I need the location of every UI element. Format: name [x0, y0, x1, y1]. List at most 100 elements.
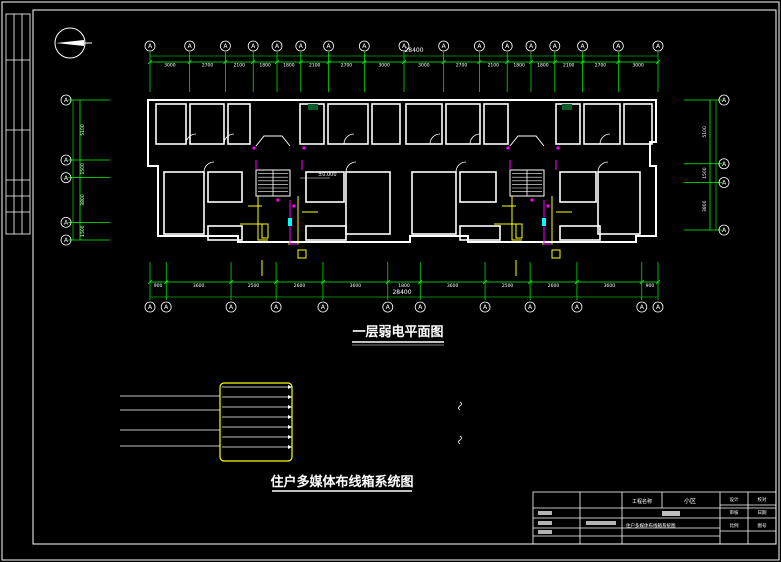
room-partition: [623, 103, 653, 145]
device-point: [546, 204, 550, 208]
axis-bubble: A: [144, 40, 156, 52]
stair-landing: [255, 135, 291, 147]
axis-label: A: [722, 97, 727, 104]
axis-bubble: A: [525, 40, 537, 52]
top-dim-slash: [147, 59, 153, 65]
axis-bubble: A: [577, 40, 588, 52]
axis-bubble: A: [271, 40, 283, 52]
title-block-cell-label: 设计: [730, 496, 739, 503]
top-dim-slash: [401, 59, 407, 65]
outlet-marker: [542, 218, 546, 226]
top-dim-slash: [274, 59, 280, 65]
axis-circle: [438, 40, 450, 52]
top-dim-label: 2100: [563, 63, 575, 69]
axis-circle: [60, 234, 72, 246]
room-partition: [483, 103, 509, 145]
top-dim-slash: [223, 59, 228, 65]
axis-bubble: A: [60, 216, 72, 228]
axis-bubble: A: [225, 301, 237, 313]
top-dim-label: 2100: [234, 63, 246, 69]
axis-label: A: [223, 43, 228, 50]
room-partition: [459, 171, 497, 203]
bottom-dim-label: 3600: [447, 283, 459, 289]
room-partition: [345, 171, 391, 235]
room-partition: [207, 171, 243, 203]
axis-circle: [184, 40, 196, 52]
axis-label: A: [477, 43, 482, 50]
bottom-dim-label: 3600: [193, 283, 205, 289]
room-partition: [459, 225, 501, 241]
axis-label: A: [616, 43, 621, 50]
bottom-dim-label: 3600: [604, 283, 616, 289]
terminal-arrow: [288, 415, 292, 419]
axis-circle: [60, 172, 72, 184]
left-dim-label: 5100: [80, 124, 86, 136]
top-dim-label: 1800: [513, 63, 525, 69]
axis-label: A: [505, 43, 510, 50]
axis-bubble: A: [414, 301, 426, 313]
axis-circle: [414, 301, 426, 313]
axis-bubble: A: [295, 40, 307, 52]
door-swing: [455, 161, 467, 173]
door-swing: [429, 133, 441, 145]
device-point: [530, 198, 534, 202]
elevation-mark: ±0.000: [318, 172, 337, 178]
device-point: [302, 146, 306, 150]
top-dim-slash: [552, 59, 558, 65]
axis-label: A: [656, 304, 661, 311]
top-dim-slash: [616, 59, 621, 65]
axis-label: A: [64, 237, 69, 244]
bottom-dim-slash: [228, 279, 234, 285]
multimedia-box: [219, 382, 293, 462]
axis-circle: [323, 40, 334, 52]
room-partition: [445, 103, 481, 145]
bottom-dim-label: 2500: [502, 283, 514, 289]
axis-label: A: [529, 43, 534, 50]
room-partition: [405, 103, 443, 145]
axis-label: A: [299, 43, 304, 50]
room-partition: [227, 103, 251, 145]
bottom-dim-slash: [385, 279, 391, 285]
top-dim-label: 2700: [595, 63, 607, 69]
room-partition: [207, 225, 243, 241]
top-dim-slash: [504, 59, 510, 65]
top-dim-label: 2700: [456, 63, 468, 69]
axis-circle: [398, 40, 410, 52]
bottom-dim-slash: [417, 279, 423, 285]
bottom-dim-slash: [482, 279, 488, 285]
door-swing: [599, 133, 611, 145]
title-block-cell-label: 比例: [730, 522, 739, 529]
axis-label: A: [64, 220, 69, 227]
axis-circle: [718, 224, 730, 236]
top-dim-label: 2700: [202, 63, 214, 69]
axis-circle: [270, 301, 282, 313]
room-partition: [163, 171, 205, 235]
axis-circle: [612, 40, 624, 52]
axis-bubble: A: [474, 40, 485, 52]
right-dim-label: 1500: [702, 167, 708, 179]
axis-circle: [144, 40, 156, 52]
axis-circle: [317, 301, 329, 313]
axis-label: A: [553, 43, 558, 50]
axis-bubble: A: [718, 94, 730, 106]
axis-label: A: [274, 304, 279, 311]
room-partition: [559, 171, 597, 203]
title-block-drawing-name: 住户多媒体布线箱系统图: [626, 522, 676, 529]
axis-bubble: A: [718, 158, 730, 170]
axis-label: A: [64, 157, 69, 164]
distribution-box: [515, 223, 523, 239]
axis-label: A: [483, 304, 488, 311]
axis-label: A: [722, 161, 727, 168]
axis-circle: [382, 301, 394, 313]
title-block-cell-label: 图号: [758, 523, 767, 529]
axis-bubble: A: [718, 177, 730, 188]
title-block-cell-label: 日期: [758, 510, 767, 516]
door-swing: [343, 133, 355, 145]
axis-label: A: [164, 304, 169, 311]
axis-bubble: A: [501, 40, 513, 52]
device-point: [276, 198, 280, 202]
top-dim-label: 2100: [488, 63, 500, 69]
staircase: [255, 135, 291, 197]
room-partition: [305, 171, 345, 203]
